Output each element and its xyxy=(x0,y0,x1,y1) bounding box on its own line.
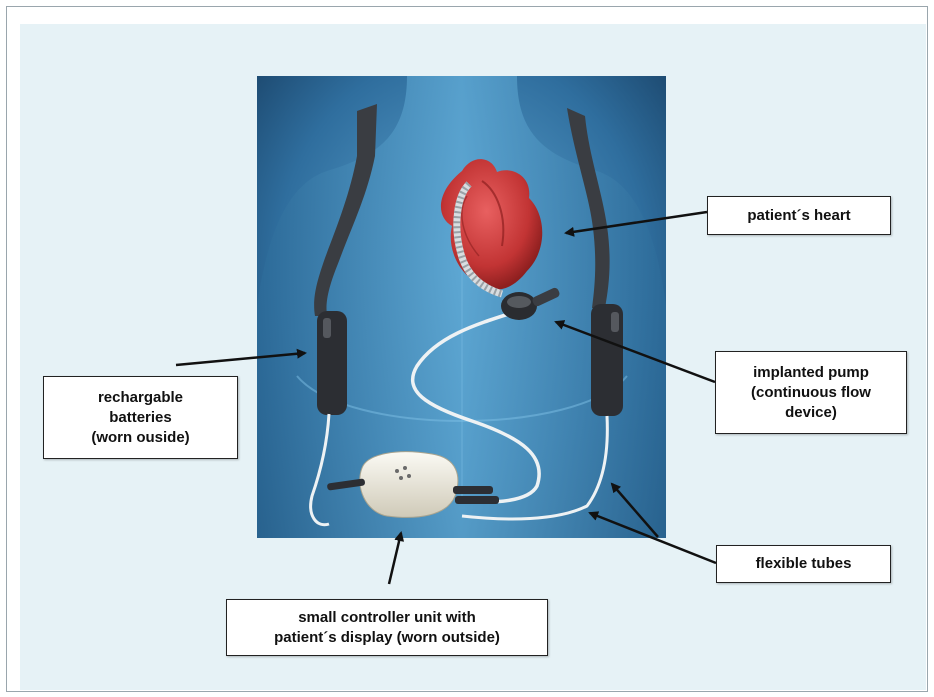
lvad-illustration xyxy=(257,76,666,538)
label-patient-heart: patient´s heart xyxy=(707,196,891,235)
label-controller-unit: small controller unit with patient´s dis… xyxy=(226,599,548,656)
label-implanted-pump: implanted pump (continuous flow device) xyxy=(715,351,907,434)
battery-icon xyxy=(317,311,347,415)
label-rechargeable-batteries: rechargable batteries (worn ouside) xyxy=(43,376,238,459)
label-flexible-tubes: flexible tubes xyxy=(716,545,891,583)
